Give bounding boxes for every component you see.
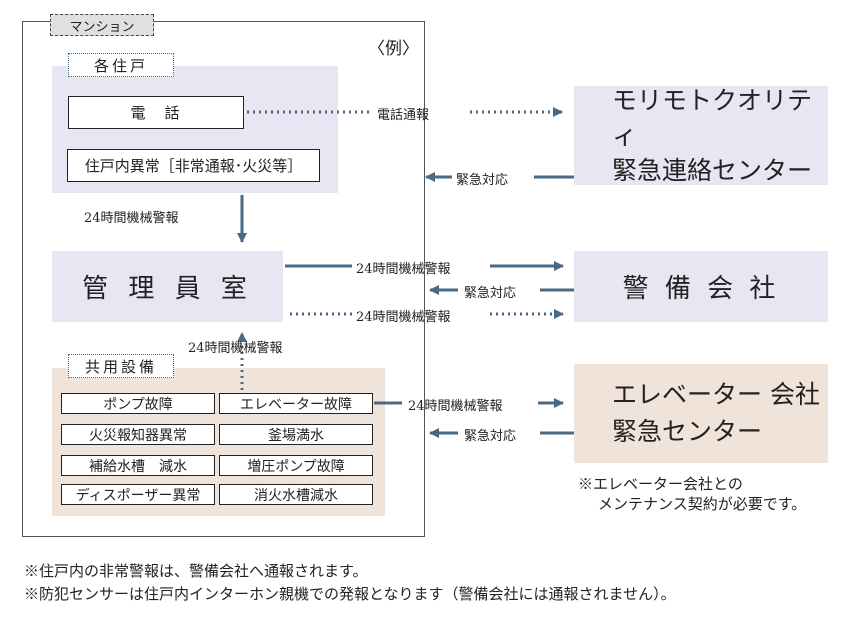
security-alarm-label: 24時間機械警報 xyxy=(356,262,451,277)
phone-report-label: 電話通報 xyxy=(377,108,430,123)
unit-alarm-box: 住戸内異常［非常通報･火災等］ xyxy=(67,149,320,182)
units-title: 各住戸 xyxy=(68,53,174,77)
quality-center-line1: モリモトクオリティ xyxy=(612,86,813,150)
elevator-note-line2: メンテナンス契約が必要です。 xyxy=(598,495,807,513)
elevator-alarm-label: 24時間機械警報 xyxy=(408,399,503,414)
mansion-tag: マンション xyxy=(50,14,154,36)
quality-center: モリモトクオリティ 緊急連絡センター xyxy=(574,86,828,185)
footer-note-2: ※防犯センサーは住戸内インターホン親機での発報となります（警備会社には通報されま… xyxy=(24,585,676,603)
security-company: 警 備 会 社 xyxy=(574,251,828,322)
security-response-label: 緊急対応 xyxy=(464,286,517,301)
security-alarm-dotted-label: 24時間機械警報 xyxy=(356,310,451,325)
elevator-center: エレベーター 会社 緊急センター xyxy=(574,364,828,463)
shared-item-pump-failure: ポンプ故障 xyxy=(61,393,215,414)
units-machine-alarm-label: 24時間機械警報 xyxy=(84,211,179,226)
quality-center-line2: 緊急連絡センター xyxy=(612,156,813,185)
footer-note-1: ※住戸内の非常警報は、警備会社へ通報されます。 xyxy=(24,562,368,580)
elevator-response-label: 緊急対応 xyxy=(464,429,517,444)
mansion-frame xyxy=(22,21,425,537)
phone-box: 電 話 xyxy=(68,96,244,129)
quality-response-label: 緊急対応 xyxy=(456,173,509,188)
elevator-center-line1: エレベーター 会社 xyxy=(612,380,820,410)
shared-item-booster-pump-failure: 増圧ポンプ故障 xyxy=(219,455,373,476)
manager-room: 管 理 員 室 xyxy=(52,251,283,322)
shared-item-fire-water-low: 消火水槽減水 xyxy=(219,484,373,505)
shared-item-elevator-failure: エレベーター故障 xyxy=(219,393,373,414)
shared-item-supply-tank-low: 補給水槽 減水 xyxy=(61,455,215,476)
shared-item-disposer-error: ディスポーザー異常 xyxy=(61,484,215,505)
shared-item-pit-full: 釜場満水 xyxy=(219,424,373,445)
shared-title: 共用設備 xyxy=(68,354,174,378)
shared-item-fire-alarm: 火災報知器異常 xyxy=(61,424,215,445)
elevator-note-line1: ※エレベーター会社との xyxy=(578,475,743,493)
example-label: 〈例〉 xyxy=(368,39,419,59)
elevator-center-line2: 緊急センター xyxy=(612,416,763,446)
shared-machine-alarm-label: 24時間機械警報 xyxy=(188,341,283,356)
